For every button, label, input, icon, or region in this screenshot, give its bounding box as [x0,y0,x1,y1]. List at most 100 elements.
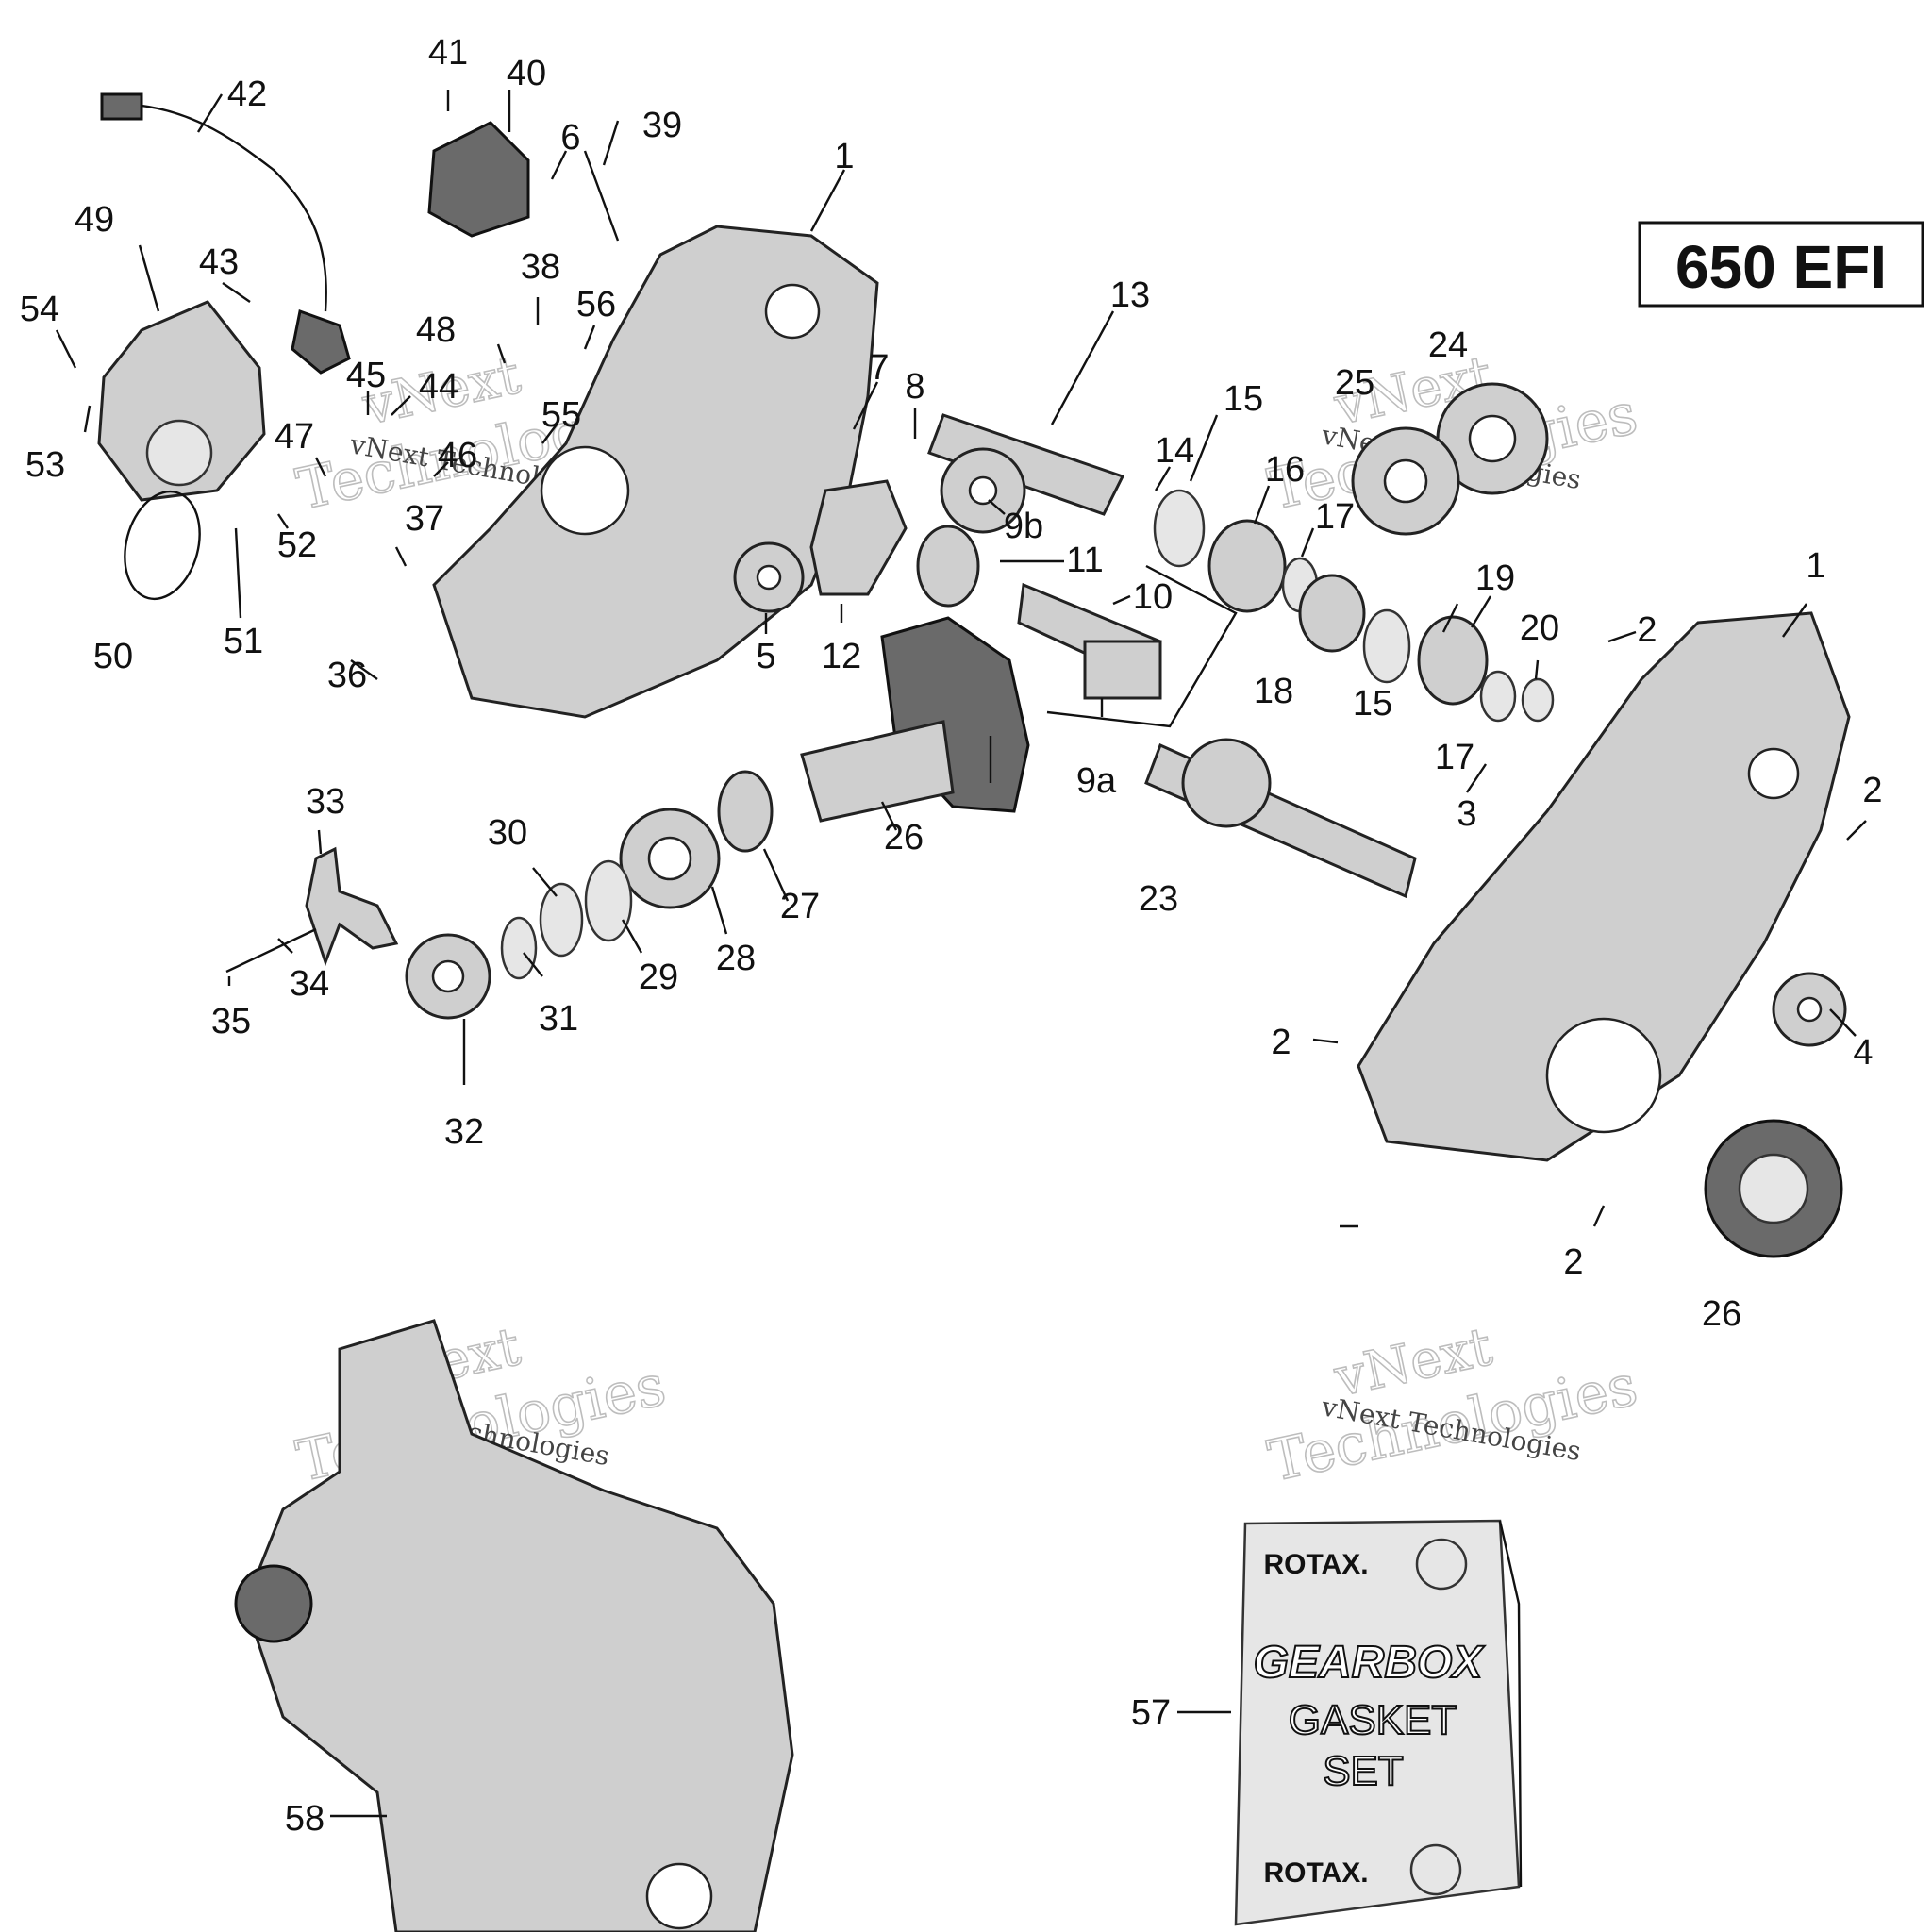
callout-14: 14 [1155,431,1194,471]
callout-58: 58 [285,1799,325,1839]
washer-18 [1298,574,1366,653]
callout-2-a: 2 [1637,610,1657,650]
callout-19: 19 [1475,558,1515,598]
callout-28: 28 [716,939,756,978]
callout-54: 54 [20,290,59,329]
ring-29 [584,859,633,942]
callout-55: 55 [541,395,581,435]
ring-30 [539,882,584,958]
callout-9a: 9a [1076,761,1117,801]
gearbox-output [645,1862,713,1930]
callout-43: 43 [199,242,239,282]
countershaft-gear [1181,738,1272,828]
ring-17b [1479,670,1517,723]
output-shaft [800,720,955,823]
gearbox-body [243,1319,794,1932]
gasket-set: ROTAX. GEARBOX GASKET SET ROTAX. [1234,1519,1523,1926]
callout-48: 48 [416,310,456,350]
model-label: 650 EFI [1638,221,1924,308]
gearbox-actuator [234,1564,313,1643]
callout-45: 45 [346,356,386,395]
callout-11: 11 [1066,541,1103,580]
callout-6: 6 [560,118,580,158]
callout-56: 56 [576,285,616,325]
callout-47: 47 [275,417,314,457]
housing-bore-small [1747,747,1800,800]
callout-27: 27 [780,887,820,926]
callout-38: 38 [521,247,560,287]
o-ring [124,490,201,601]
callout-15-a: 15 [1224,379,1263,419]
actuator-flange [145,419,213,487]
spring-15a [1153,489,1206,568]
callout-36: 36 [327,656,367,695]
spring-11 [916,525,980,608]
bearing-28-bore [647,836,692,881]
callout-4: 4 [1853,1033,1873,1073]
callout-53: 53 [25,445,65,485]
callout-20: 20 [1520,608,1559,648]
callout-41: 41 [428,33,468,73]
callouts: 1 1 2 2 2 2 3 4 5 6 7 8 9a 9b 10 11 12 1… [20,33,1883,1839]
gasket-sheet [1234,1519,1521,1926]
callout-50: 50 [93,637,133,676]
nut-27 [717,770,774,853]
callout-26-center: 26 [884,818,924,858]
callout-10: 10 [1133,577,1173,617]
gasket-line2: GASKET [1289,1697,1457,1743]
callout-35: 35 [211,1002,251,1041]
callout-34: 34 [290,964,329,1004]
sleeve-19 [1417,615,1489,706]
gasket-brand-bottom: ROTAX. [1263,1857,1368,1889]
callout-18: 18 [1254,672,1293,711]
sensor [427,121,530,238]
gear-9b-bore [968,475,998,506]
seal-24-bore [1468,414,1517,463]
callout-57: 57 [1131,1693,1171,1733]
speed-sensor [291,309,351,375]
bearing-25-bore [1383,458,1428,504]
assembled-gearbox [234,1319,794,1932]
gasket-logo-bottom [1409,1843,1462,1896]
callout-32: 32 [444,1112,484,1152]
callout-31: 31 [539,999,578,1039]
callout-12: 12 [822,637,861,676]
right-housing-half [1357,611,1851,1162]
watermark-bottom-right: vNext Technologies vNext Technologies [1262,1315,1644,1495]
shift-drum [809,479,908,596]
callout-26-right: 26 [1702,1294,1741,1334]
callout-25: 25 [1335,363,1374,403]
shift-actuator [97,300,266,502]
bearing-4-bore [1796,996,1823,1023]
callout-24: 24 [1428,325,1468,365]
housing-bore [1545,1017,1662,1134]
fork-pin [225,927,317,974]
bracket-10 [1083,640,1162,700]
housing-bore-small [764,283,821,340]
group-bracket-9a [1046,564,1238,728]
callout-2-c: 2 [1271,1023,1291,1062]
callout-23: 23 [1139,879,1178,919]
callout-13: 13 [1110,275,1150,315]
gasket-line1: GEARBOX [1254,1638,1486,1688]
callout-2-b: 2 [1862,771,1882,810]
callout-9b: 9b [1004,507,1043,546]
gasket-logo-top [1415,1538,1468,1591]
spur-gear-hub [1738,1153,1809,1224]
housing-shape [1357,611,1851,1162]
model-label-text: 650 EFI [1675,233,1887,301]
callout-46: 46 [438,436,477,475]
gasket-sheet-fold [1498,1520,1523,1888]
connector [100,92,143,121]
bearing-32-bore [431,959,465,993]
callout-39: 39 [642,106,682,145]
wire-harness [112,102,327,312]
callout-8: 8 [905,367,924,407]
callout-17-b: 17 [1435,738,1474,777]
bearing-5-bore [756,564,782,591]
spring-15b [1362,608,1411,684]
callout-51: 51 [224,622,263,661]
model-label-frame [1638,221,1924,308]
callout-5: 5 [756,637,775,676]
